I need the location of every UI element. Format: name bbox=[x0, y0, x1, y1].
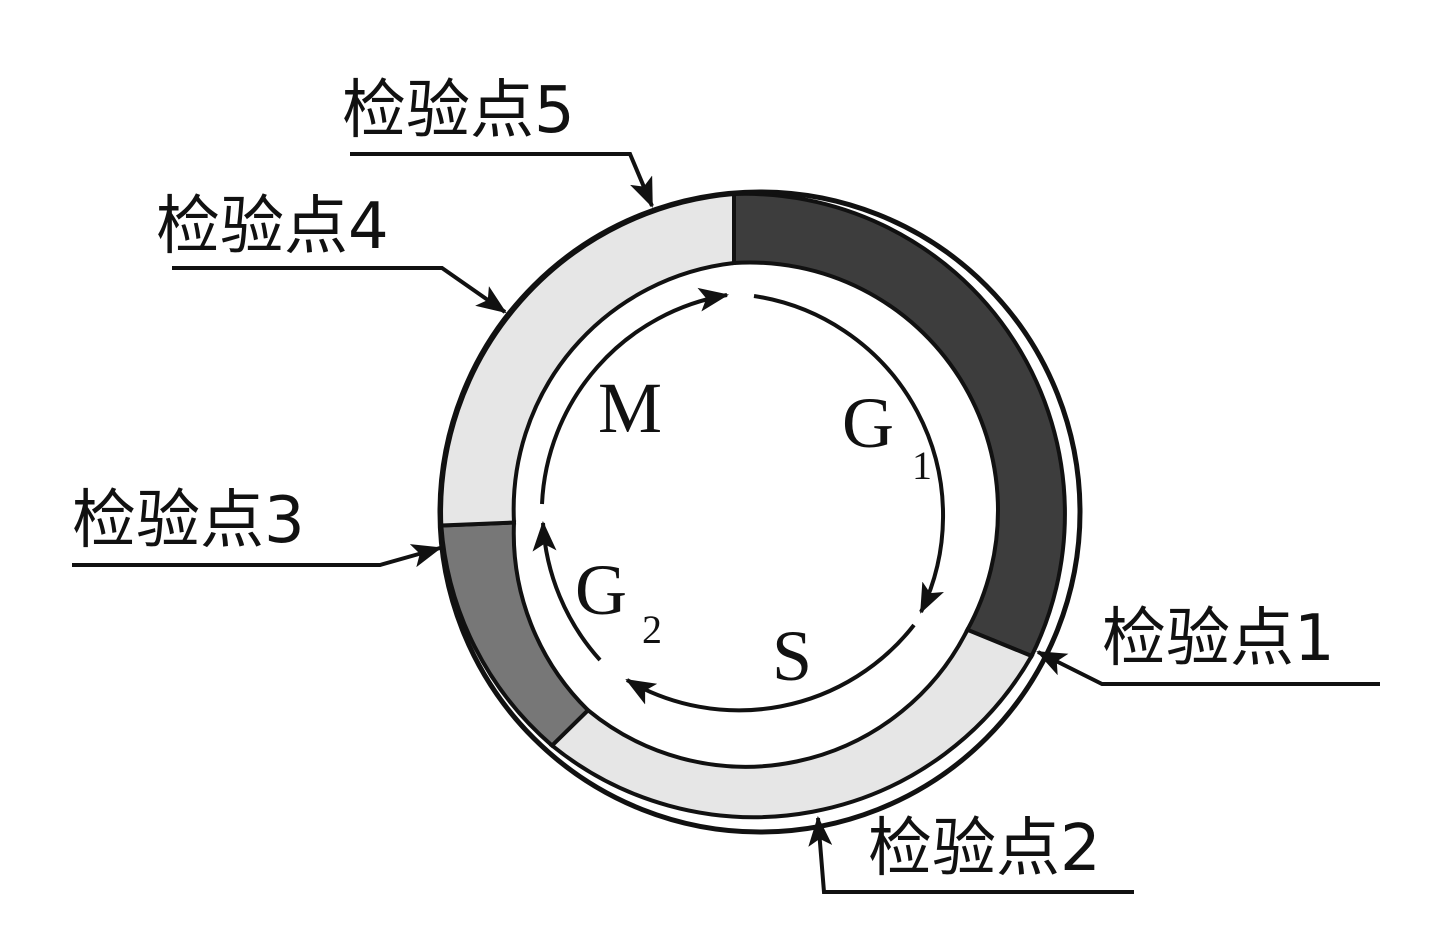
checkpoint-5-pointer bbox=[350, 152, 654, 208]
checkpoint-4-label: 检验点4 bbox=[156, 190, 389, 264]
phase-g2-label: G bbox=[575, 550, 627, 630]
checkpoint-3: 检验点3 bbox=[72, 484, 442, 568]
phase-s-label: S bbox=[772, 616, 812, 696]
phase-m-label: M bbox=[598, 368, 662, 448]
checkpoint-4-pointer bbox=[172, 266, 507, 314]
outer-ring-border bbox=[437, 189, 1083, 835]
phase-g1-label: G bbox=[842, 383, 894, 463]
checkpoint-2: 检验点2 bbox=[808, 812, 1134, 894]
arrow-s bbox=[625, 623, 916, 713]
outer-ring bbox=[437, 189, 1083, 835]
cycle-arrows bbox=[532, 287, 946, 713]
checkpoint-1-pointer bbox=[1036, 650, 1380, 686]
arrow-m bbox=[540, 287, 729, 505]
checkpoint-4: 检验点4 bbox=[156, 190, 507, 314]
checkpoint-5: 检验点5 bbox=[342, 74, 654, 208]
checkpoint-2-pointer bbox=[808, 816, 1134, 894]
phase-g1-subscript: 1 bbox=[912, 443, 932, 488]
phase-g2-subscript: 2 bbox=[642, 607, 662, 652]
checkpoint-5-label: 检验点5 bbox=[342, 74, 575, 148]
phase-labels: M G 1 S G 2 bbox=[575, 368, 932, 696]
ring-segment-g1 bbox=[732, 191, 1067, 659]
checkpoint-2-label: 检验点2 bbox=[868, 812, 1101, 886]
checkpoint-1-label: 检验点1 bbox=[1102, 602, 1335, 676]
arrow-g2 bbox=[532, 521, 602, 662]
arrow-g1 bbox=[753, 294, 946, 614]
checkpoint-1: 检验点1 bbox=[1036, 602, 1380, 686]
checkpoint-3-label: 检验点3 bbox=[72, 484, 305, 558]
checkpoint-3-pointer bbox=[72, 544, 442, 568]
